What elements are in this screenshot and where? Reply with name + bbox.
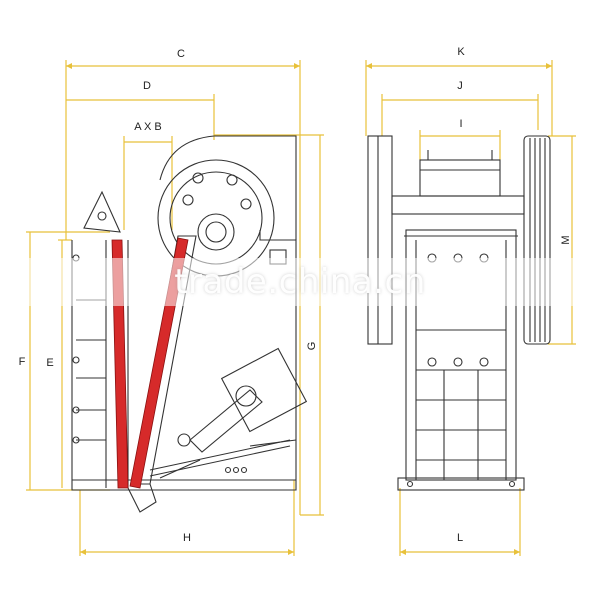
dim-label-f: F xyxy=(18,356,26,368)
dim-label-d: D xyxy=(143,80,151,92)
dim-label-i: I xyxy=(459,118,463,130)
dim-label-l: L xyxy=(456,532,464,544)
dim-label-e: E xyxy=(46,357,54,369)
front-view xyxy=(367,135,551,491)
dim-label-g: G xyxy=(306,341,318,351)
dim-label-m: M xyxy=(560,235,572,245)
dimension-ticks xyxy=(66,63,552,555)
dimension-lines xyxy=(26,60,576,556)
dim-label-j: J xyxy=(457,80,463,92)
dim-label-k: K xyxy=(457,46,465,58)
side-view xyxy=(71,135,308,513)
dim-label-axb: A X B xyxy=(134,121,162,133)
dim-label-h: H xyxy=(183,532,191,544)
watermark-text: trade.china.cn xyxy=(0,258,600,306)
dim-label-c: C xyxy=(177,48,185,60)
